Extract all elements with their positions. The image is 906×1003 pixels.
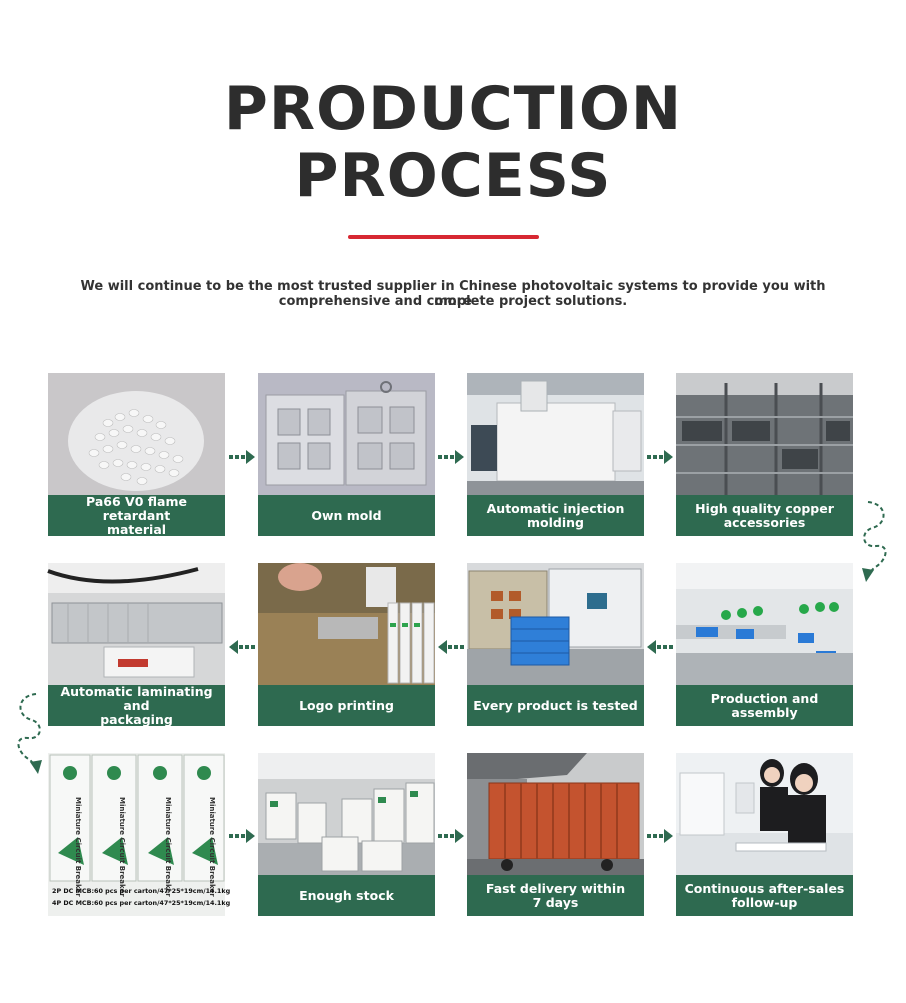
carton-print: Miniature Circuit Breaker bbox=[118, 797, 126, 897]
step-card-stock: Enough stock bbox=[258, 753, 435, 916]
left-arrow-icon bbox=[229, 640, 255, 654]
step-card-mold: Own mold bbox=[258, 373, 435, 536]
pad-printing-photo bbox=[258, 563, 435, 685]
step-label: Production and assembly bbox=[676, 685, 853, 726]
white-pellets-photo bbox=[48, 373, 225, 495]
carton-caption-2: 4P DC MCB:60 pcs per carton/47*25*19cm/1… bbox=[52, 899, 231, 907]
page-title-line-2: PROCESS bbox=[294, 141, 612, 211]
curly-down-arrow-icon bbox=[862, 501, 887, 582]
step-card-cartons: Miniature Circuit Breaker Miniature Circ… bbox=[48, 753, 231, 916]
right-arrow-icon bbox=[229, 829, 255, 843]
test-bench-photo bbox=[467, 563, 644, 685]
step-label: Own mold bbox=[258, 495, 435, 536]
stock-warehouse-photo bbox=[258, 753, 435, 875]
right-arrow-icon bbox=[438, 829, 464, 843]
product-cartons-photo: Miniature Circuit Breaker Miniature Circ… bbox=[48, 753, 231, 916]
carton-print: Miniature Circuit Breaker bbox=[74, 797, 82, 897]
step-label: Every product is tested bbox=[467, 685, 644, 726]
right-arrow-icon bbox=[647, 450, 673, 464]
title-underline bbox=[348, 235, 539, 239]
assembly-line-photo bbox=[676, 563, 853, 685]
shrink-wrap-machine-photo bbox=[47, 563, 225, 685]
step-card-logo: Logo printing bbox=[258, 563, 435, 726]
right-arrow-icon bbox=[438, 450, 464, 464]
warehouse-shelves-photo bbox=[676, 373, 853, 495]
step-card-assembly: Production and assembly bbox=[676, 563, 853, 726]
right-arrow-icon bbox=[647, 829, 673, 843]
container-truck-photo bbox=[467, 753, 644, 875]
right-arrow-icon bbox=[229, 450, 255, 464]
page-title-line-1: PRODUCTION bbox=[223, 74, 683, 144]
call-center-photo bbox=[676, 753, 853, 875]
step-card-tested: Every product is tested bbox=[467, 563, 644, 726]
carton-caption-1: 2P DC MCB:60 pcs per carton/47*25*19cm/1… bbox=[52, 887, 231, 895]
step-label: Enough stock bbox=[258, 875, 435, 916]
left-arrow-icon bbox=[647, 640, 673, 654]
carton-print: Miniature Circuit Breaker bbox=[208, 797, 216, 897]
carton-print: Miniature Circuit Breaker bbox=[164, 797, 172, 897]
step-label: Logo printing bbox=[258, 685, 435, 726]
subtitle-line-1: We will continue to be the most trusted … bbox=[80, 279, 826, 309]
steel-mold-photo bbox=[258, 373, 435, 495]
left-arrow-icon bbox=[438, 640, 464, 654]
curly-down-arrow-icon bbox=[17, 693, 42, 774]
injection-machine-photo bbox=[467, 373, 644, 495]
subtitle-line-2: comprehensive and complete project solut… bbox=[278, 294, 628, 309]
